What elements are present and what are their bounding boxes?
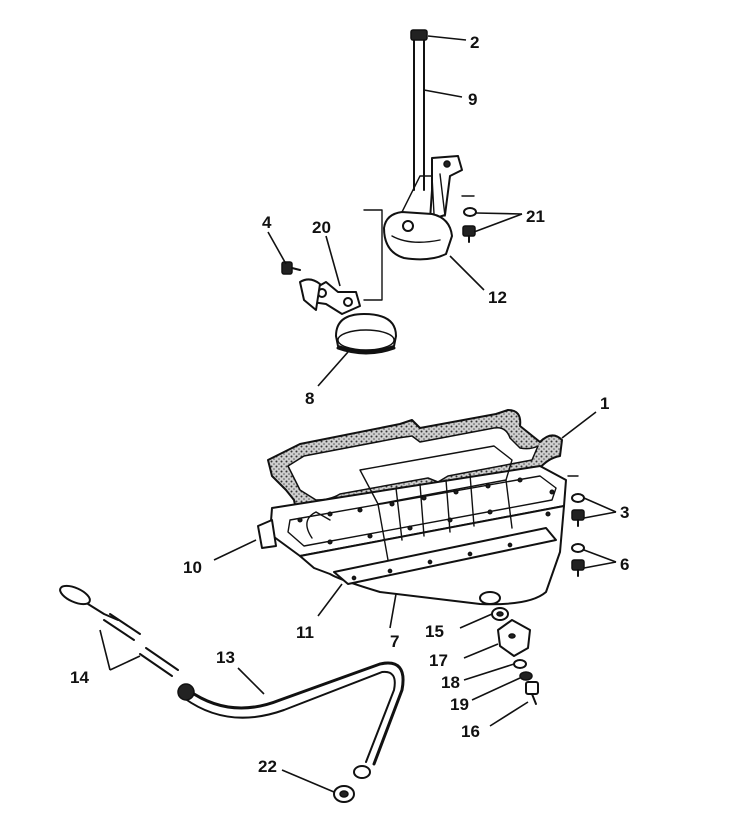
oil-pump <box>363 155 463 301</box>
callout-3: 3 <box>620 503 629 522</box>
callout-7: 7 <box>390 632 399 651</box>
oil-pan <box>257 445 567 606</box>
oil-pan-gasket <box>267 409 563 520</box>
callout-16: 16 <box>461 722 480 741</box>
callout-1: 1 <box>600 394 609 413</box>
pan-bolts <box>567 475 585 577</box>
callout-20: 20 <box>312 218 331 237</box>
pump-bolts <box>461 195 477 243</box>
callout-18: 18 <box>441 673 460 692</box>
screen-assembly <box>281 261 397 355</box>
callout-6: 6 <box>620 555 629 574</box>
pickup-tube <box>410 29 428 191</box>
callout-2: 2 <box>470 33 479 52</box>
leader-lines <box>99 35 617 793</box>
dipstick-tube <box>177 661 405 803</box>
callout-8: 8 <box>305 389 314 408</box>
callout-10: 10 <box>183 558 202 577</box>
callout-15: 15 <box>425 622 444 641</box>
callout-labels: 1 2 3 4 6 7 8 9 10 11 12 13 14 15 16 17 … <box>70 33 629 776</box>
callout-22: 22 <box>258 757 277 776</box>
callout-4: 4 <box>262 213 272 232</box>
callout-13: 13 <box>216 648 235 667</box>
callout-14: 14 <box>70 668 89 687</box>
callout-19: 19 <box>450 695 469 714</box>
callout-9: 9 <box>468 90 477 109</box>
flange-holes <box>297 477 555 581</box>
callout-17: 17 <box>429 651 448 670</box>
drain-fittings <box>491 607 539 705</box>
callout-11: 11 <box>296 623 314 642</box>
callout-12: 12 <box>488 288 507 307</box>
dipstick <box>59 584 179 677</box>
callout-21: 21 <box>526 207 545 226</box>
